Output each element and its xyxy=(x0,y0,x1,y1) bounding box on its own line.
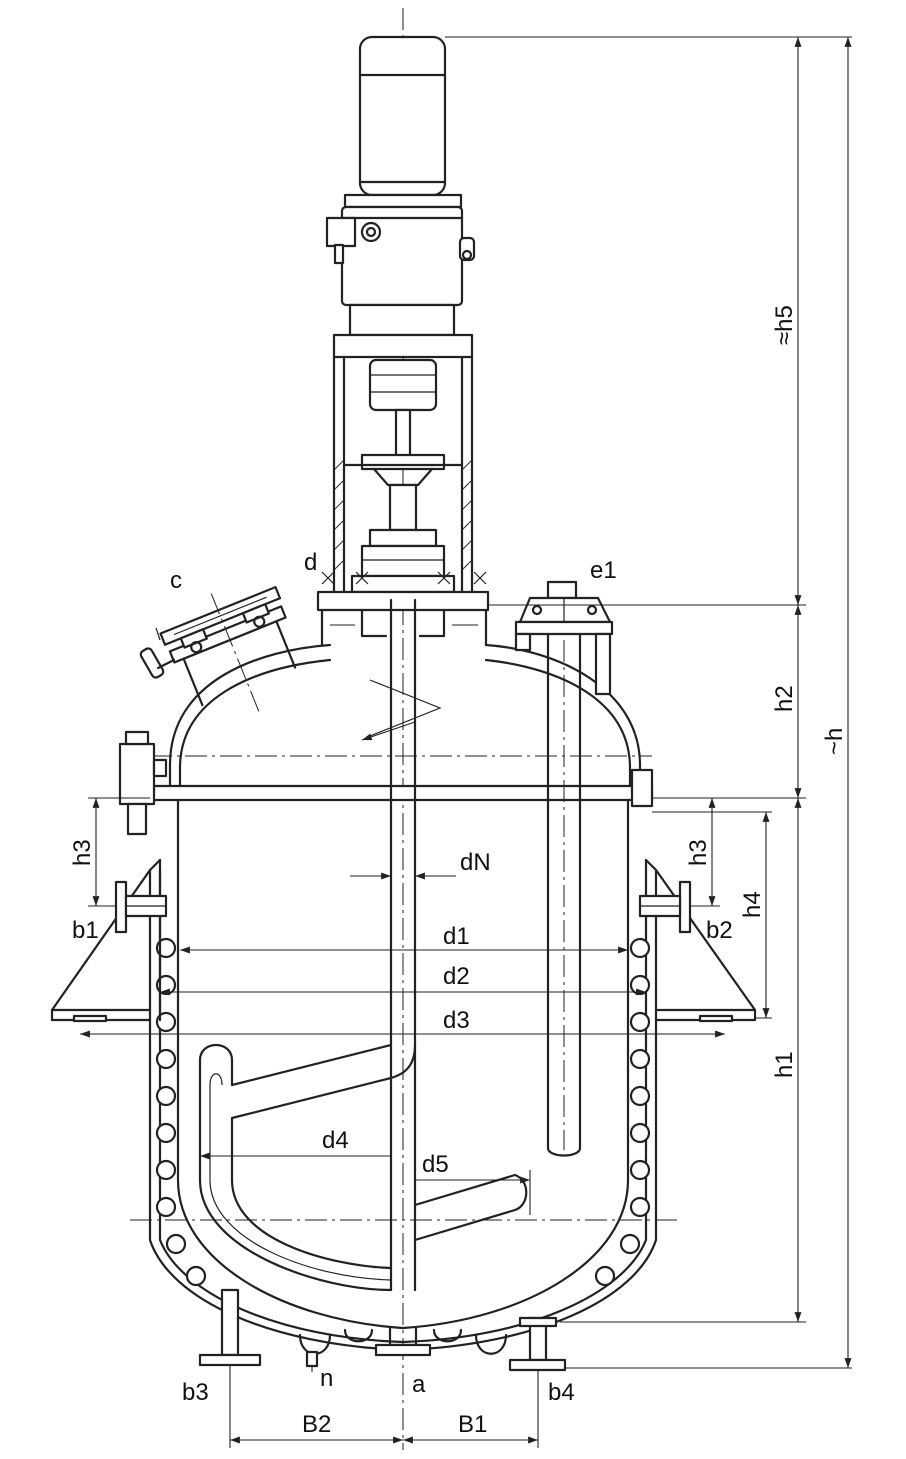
label-h: ~h xyxy=(821,728,848,755)
handle-c xyxy=(139,627,176,679)
label-d3: d3 xyxy=(443,1007,470,1034)
body-flange xyxy=(148,784,654,802)
label-b2: b2 xyxy=(706,917,733,944)
anchor-agitator xyxy=(198,1043,528,1292)
label-b3: b3 xyxy=(182,1379,209,1406)
side-fitting-left xyxy=(118,730,168,836)
label-d: d xyxy=(304,549,317,576)
label-h3-right: h3 xyxy=(685,839,712,866)
label-h1: h1 xyxy=(771,1051,798,1078)
label-B2: B2 xyxy=(302,1411,331,1438)
bottom-outlet xyxy=(298,1326,508,1368)
nozzle-b2 xyxy=(638,880,692,934)
label-e1: e1 xyxy=(590,557,617,584)
drive-lantern xyxy=(332,333,474,600)
label-dN: dN xyxy=(460,849,491,876)
coils-left xyxy=(155,937,207,1287)
agitator-shaft xyxy=(389,598,417,1292)
label-h4: h4 xyxy=(739,891,766,918)
dip-pipe xyxy=(546,632,582,1157)
label-h2: h2 xyxy=(771,685,798,712)
gearbox xyxy=(325,205,476,337)
label-c: c xyxy=(170,567,182,594)
label-b1: b1 xyxy=(72,917,99,944)
foot-b3 xyxy=(198,1288,262,1367)
foot-b4 xyxy=(508,1316,567,1372)
motor xyxy=(343,35,463,209)
support-lug-left xyxy=(50,868,162,1023)
nozzle-b1 xyxy=(114,880,168,934)
label-n: n xyxy=(320,1365,333,1392)
label-d1: d1 xyxy=(443,923,470,950)
support-lug-right xyxy=(654,868,757,1023)
label-b4: b4 xyxy=(548,1379,575,1406)
dimension-lines xyxy=(80,36,852,1448)
label-d2: d2 xyxy=(443,963,470,990)
label-h3-left: h3 xyxy=(69,839,96,866)
label-d5: d5 xyxy=(422,1151,449,1178)
label-a: a xyxy=(412,1371,426,1398)
coils-right xyxy=(594,937,651,1287)
nozzle-e1 xyxy=(514,580,614,696)
nozzle-d-flange xyxy=(316,571,490,647)
rotation-arrow xyxy=(369,679,442,737)
inner-shell xyxy=(176,798,630,1330)
label-d4: d4 xyxy=(322,1127,349,1154)
label-B1: B1 xyxy=(458,1411,487,1438)
label-h5: ≈h5 xyxy=(771,305,798,345)
manhole-c xyxy=(159,586,297,715)
